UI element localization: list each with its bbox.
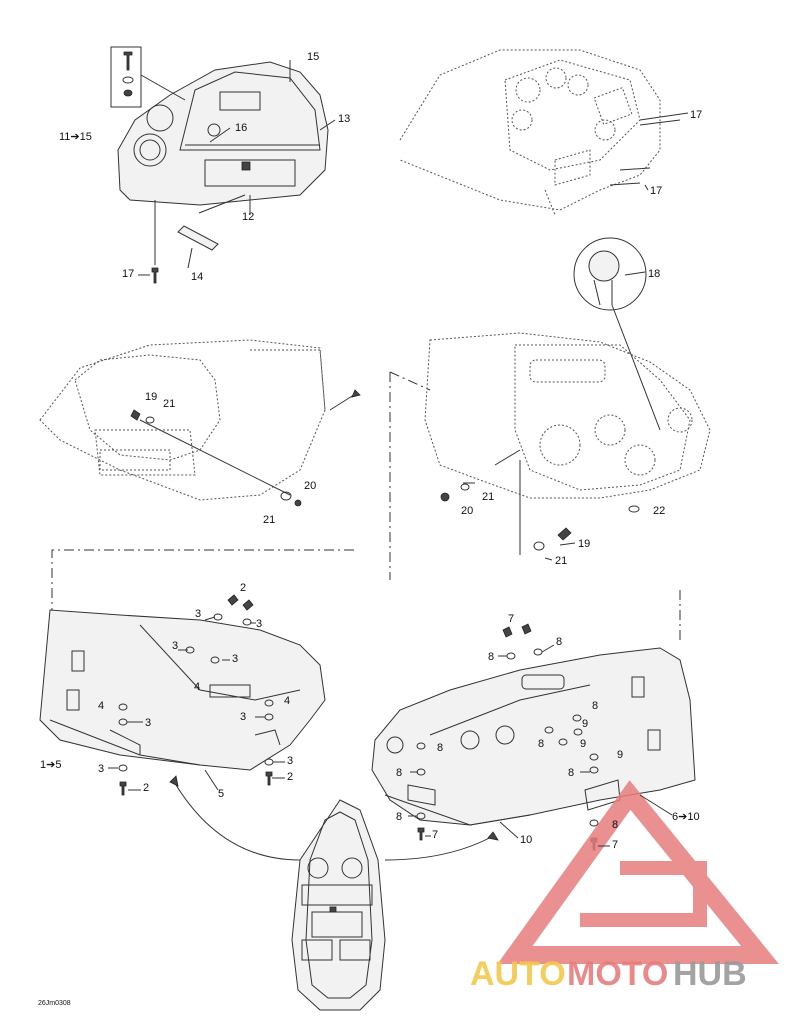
label-17-lower: 17 xyxy=(650,185,662,197)
label-21-left-top: 21 xyxy=(163,398,175,410)
label-19-right: 19 xyxy=(578,538,590,550)
label-2-left: 2 xyxy=(143,782,149,794)
label-9-a: 9 xyxy=(582,718,588,730)
label-3-d: 3 xyxy=(232,653,238,665)
label-range-11-15: 11➔15 xyxy=(59,131,92,143)
label-range-1-5: 1➔5 xyxy=(40,759,61,771)
label-8-d: 8 xyxy=(538,738,544,750)
label-range-6-10: 6➔10 xyxy=(672,811,700,823)
label-8-g: 8 xyxy=(568,767,574,779)
label-20-right: 20 xyxy=(461,505,473,517)
label-2-right: 2 xyxy=(287,771,293,783)
leader-lines xyxy=(108,112,689,847)
dashboard-top-right xyxy=(399,49,681,216)
label-7-top: 7 xyxy=(508,613,514,625)
label-16: 16 xyxy=(235,122,247,134)
label-3-e: 3 xyxy=(145,717,151,729)
console-glovebox-assembly xyxy=(117,60,329,265)
label-4-c: 4 xyxy=(98,700,104,712)
fastener-stack-icon xyxy=(110,46,186,108)
boat-top-view xyxy=(291,799,386,1011)
label-14: 14 xyxy=(191,271,203,283)
watermark-moto: MOTO xyxy=(567,955,668,993)
label-19-left: 19 xyxy=(145,391,157,403)
label-10: 10 xyxy=(520,834,532,846)
screw-17-icon xyxy=(151,267,159,284)
liner-panel-right xyxy=(371,647,696,826)
hardware-bottom-left xyxy=(118,594,274,796)
label-3-b: 3 xyxy=(256,618,262,630)
console-middle-right xyxy=(424,332,711,555)
label-9-c: 9 xyxy=(617,749,623,761)
label-3-c: 3 xyxy=(172,640,178,652)
watermark-logo xyxy=(497,780,779,964)
figure-code: 26Jm0308 xyxy=(38,1000,71,1007)
liner-panel-left xyxy=(39,609,326,771)
watermark-hub: HUB xyxy=(673,955,747,993)
label-4-b: 4 xyxy=(284,695,290,707)
label-13: 13 xyxy=(338,113,350,125)
label-21-right-bottom: 21 xyxy=(555,555,567,567)
watermark-auto: AUTO xyxy=(470,955,566,993)
label-17-left: 17 xyxy=(122,268,134,280)
label-8-a: 8 xyxy=(488,651,494,663)
label-9-b: 9 xyxy=(580,738,586,750)
label-8-h: 8 xyxy=(396,811,402,823)
label-3-a: 3 xyxy=(195,608,201,620)
label-20-left: 20 xyxy=(304,480,316,492)
part-labels: 11➔15 15 13 16 12 14 17 17 17 18 19 21 2… xyxy=(40,51,702,851)
hull-section-middle-left xyxy=(39,339,361,501)
label-8-e: 8 xyxy=(437,742,443,754)
label-8-f: 8 xyxy=(396,767,402,779)
label-3-g: 3 xyxy=(98,763,104,775)
hardware-middle-left xyxy=(130,409,302,507)
label-12: 12 xyxy=(242,211,254,223)
label-3-h: 3 xyxy=(287,755,293,767)
label-4-a: 4 xyxy=(194,681,200,693)
part-18-detail xyxy=(573,237,661,431)
latch-bar-part xyxy=(177,225,219,251)
label-22: 22 xyxy=(653,505,665,517)
watermark-text: AUTO MOTO HUB xyxy=(470,955,747,993)
label-8-i: 8 xyxy=(612,819,618,831)
label-2-top: 2 xyxy=(240,582,246,594)
hardware-middle-right xyxy=(440,483,640,551)
label-8-c: 8 xyxy=(592,700,598,712)
label-5: 5 xyxy=(218,788,224,800)
label-7-left: 7 xyxy=(432,829,438,841)
connector-lines xyxy=(51,371,681,861)
label-3-f: 3 xyxy=(240,711,246,723)
label-15: 15 xyxy=(307,51,319,63)
label-8-b: 8 xyxy=(556,636,562,648)
label-21-right-top: 21 xyxy=(482,491,494,503)
label-17-upper: 17 xyxy=(690,109,702,121)
label-7-right: 7 xyxy=(612,839,618,851)
label-21-left-bottom: 21 xyxy=(263,514,275,526)
label-18: 18 xyxy=(648,268,660,280)
